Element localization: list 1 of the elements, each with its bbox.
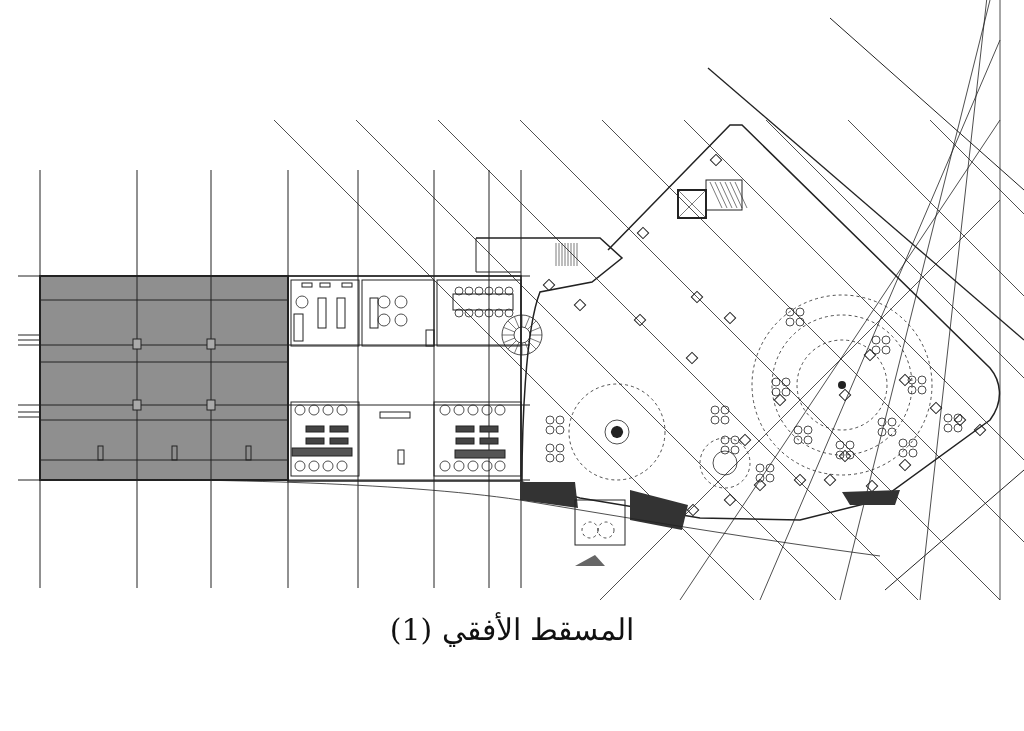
caption: المسقط الأفقي (1) bbox=[389, 612, 635, 647]
